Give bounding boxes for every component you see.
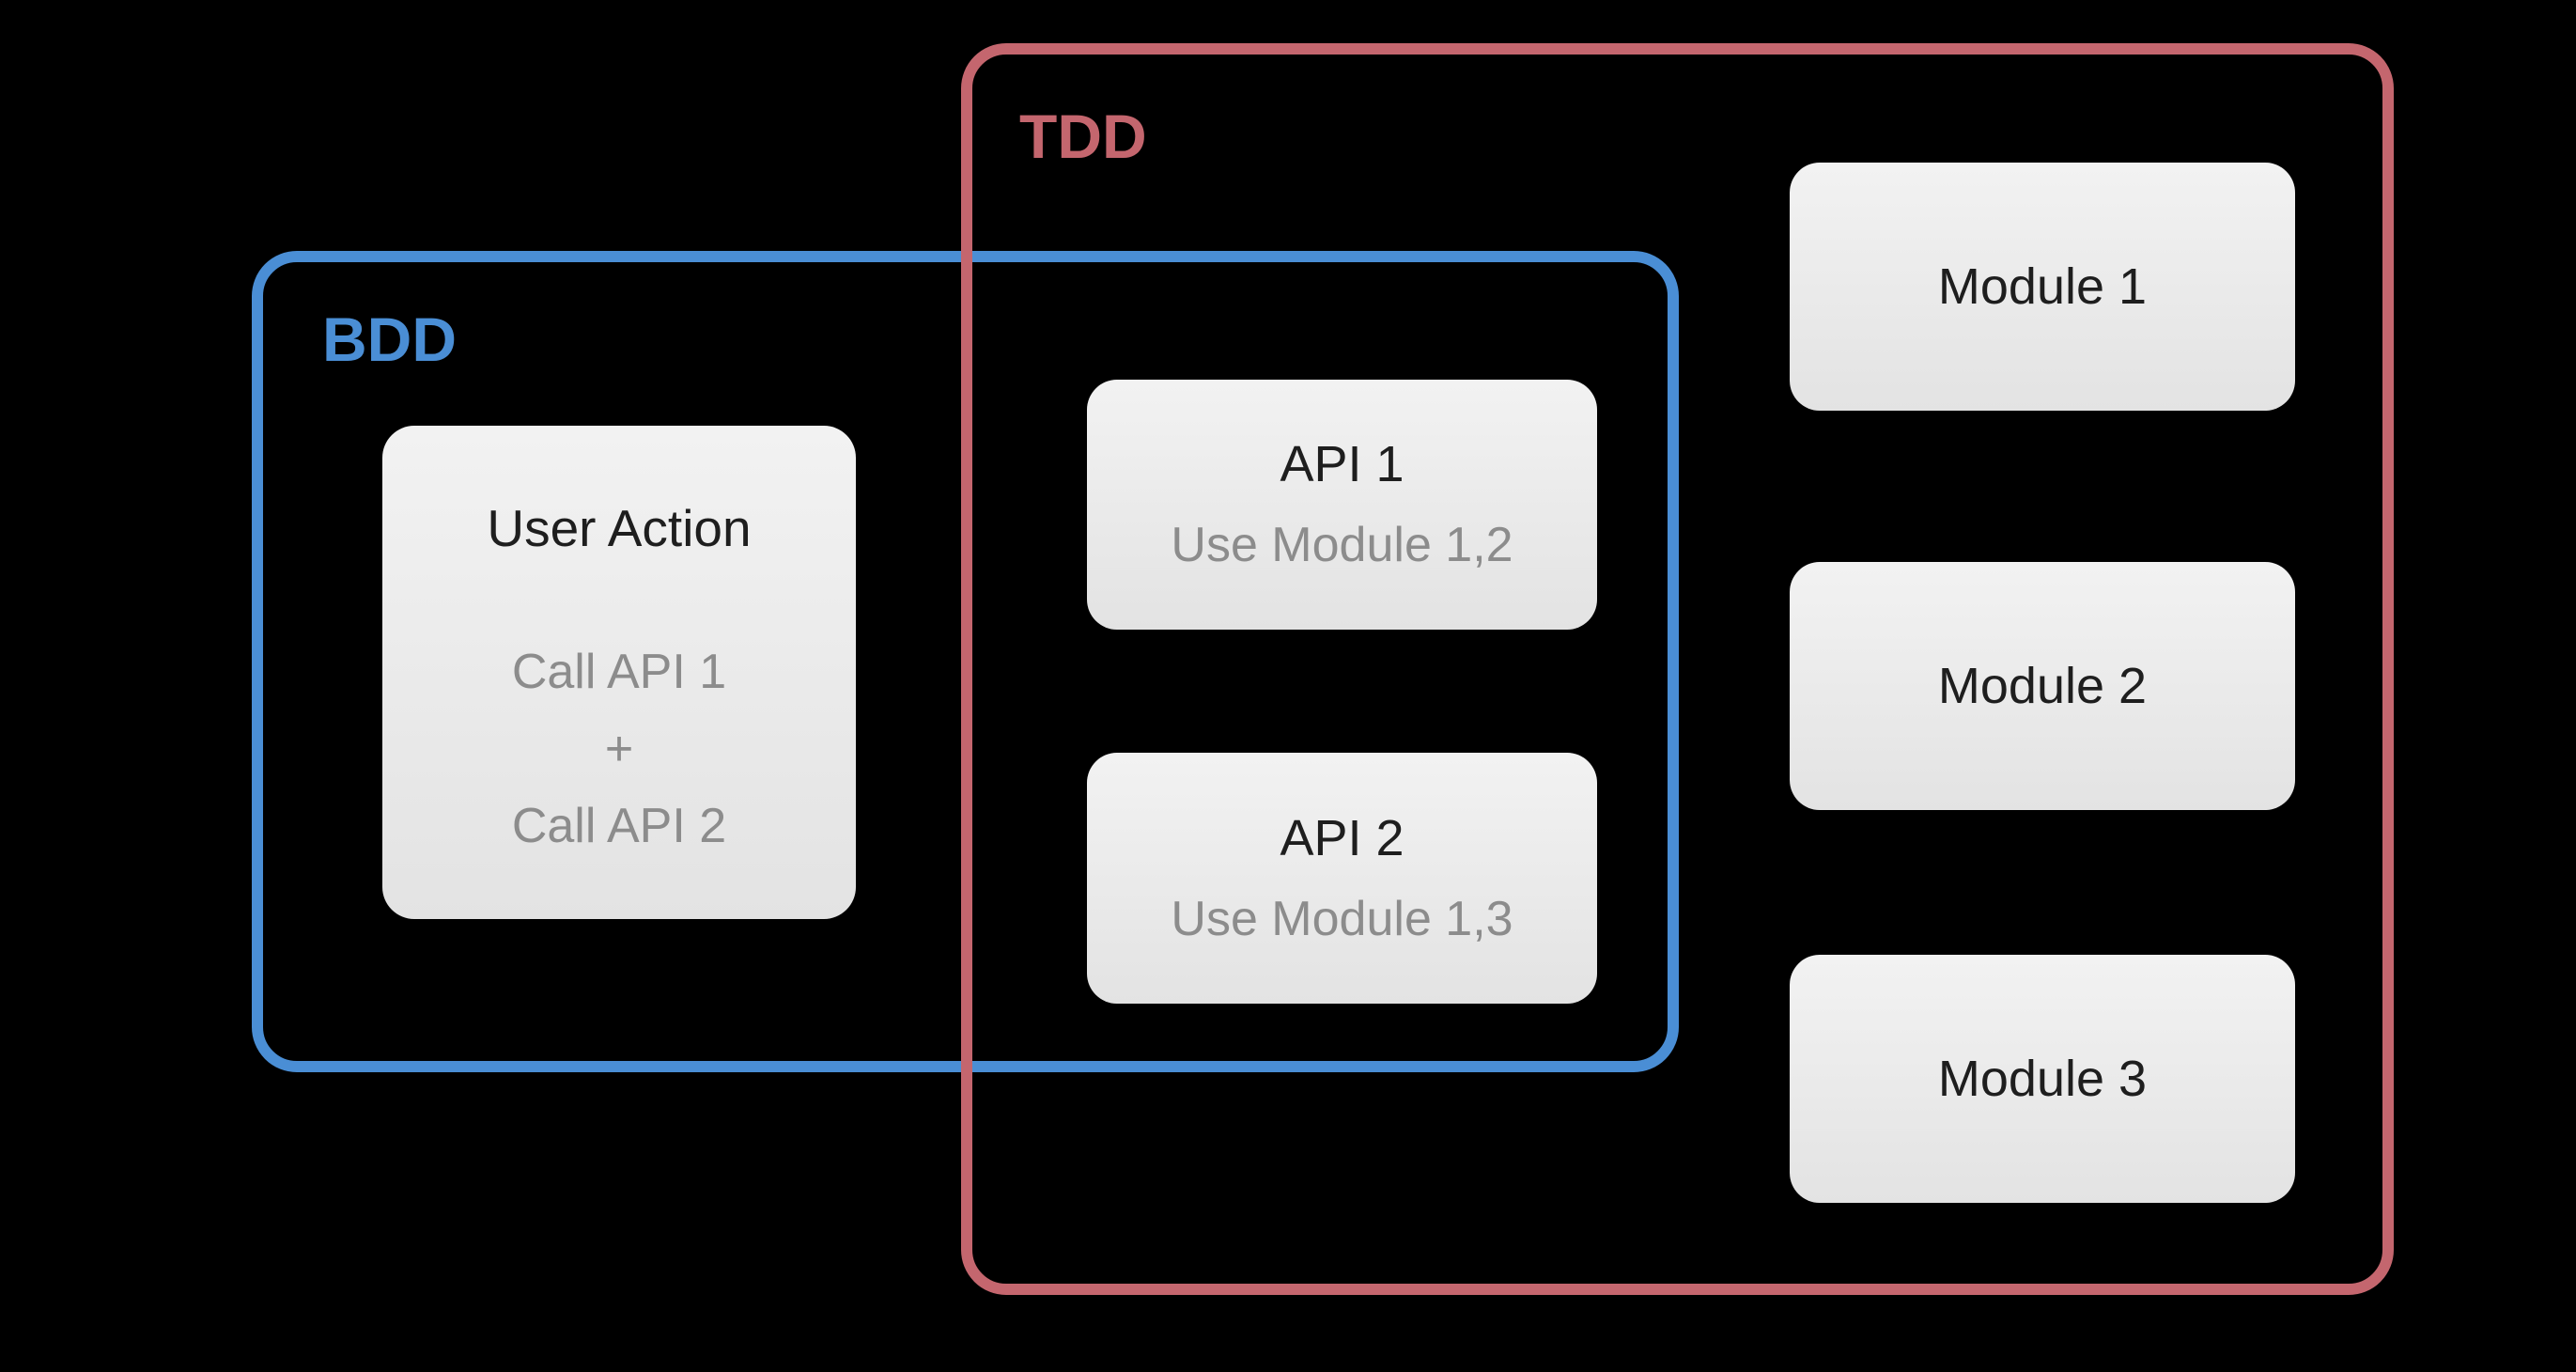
- user-action-call-api-1: Call API 1: [511, 645, 727, 700]
- bdd-group-label: BDD: [322, 304, 457, 374]
- user-action-call-api-2: Call API 2: [511, 799, 727, 854]
- user-action-call-list: Call API 1 + Call API 2: [512, 633, 726, 865]
- user-action-node: User Action Call API 1 + Call API 2: [382, 426, 856, 919]
- module-2-node: Module 2: [1790, 562, 2295, 810]
- bdd-group-outline: [252, 251, 1679, 1072]
- api-1-subtitle: Use Module 1,2: [1171, 518, 1513, 573]
- api-1-node: API 1 Use Module 1,2: [1087, 380, 1597, 630]
- module-2-title: Module 2: [1937, 657, 2148, 714]
- module-3-node: Module 3: [1790, 955, 2295, 1203]
- module-1-node: Module 1: [1790, 163, 2295, 411]
- api-2-title: API 2: [1280, 809, 1404, 866]
- tdd-group-label: TDD: [1019, 101, 1147, 171]
- api-1-title: API 1: [1280, 436, 1404, 493]
- module-3-title: Module 3: [1937, 1050, 2148, 1107]
- user-action-plus: +: [604, 722, 634, 777]
- api-2-subtitle: Use Module 1,3: [1171, 891, 1513, 946]
- api-2-node: API 2 Use Module 1,3: [1087, 753, 1597, 1004]
- tdd-group-outline: [961, 43, 2394, 1295]
- user-action-title: User Action: [487, 499, 752, 557]
- module-1-title: Module 1: [1937, 257, 2148, 315]
